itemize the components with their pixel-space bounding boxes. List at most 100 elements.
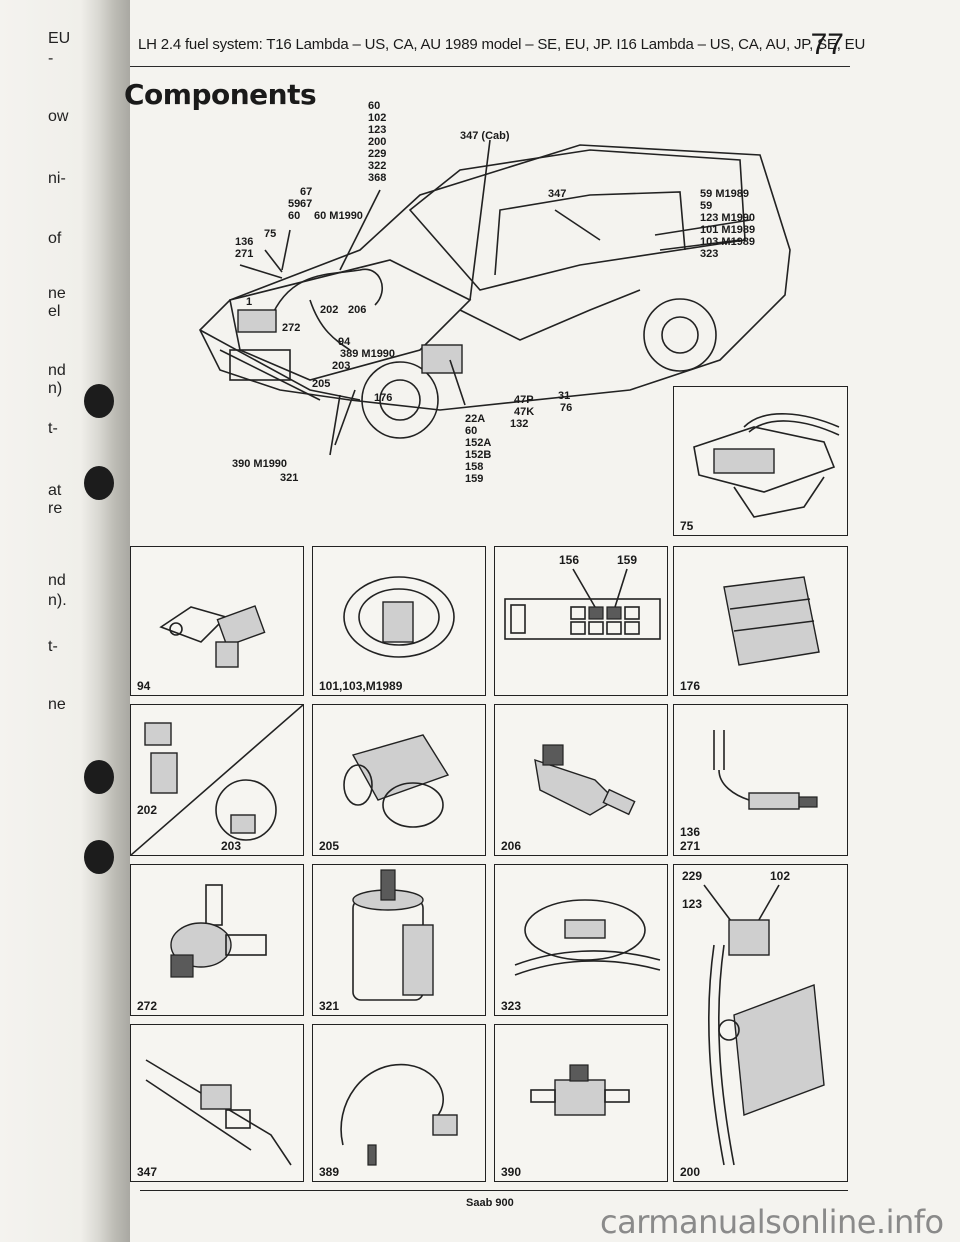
callout-206: 206 <box>348 304 367 316</box>
panel-206: 206 <box>494 704 668 856</box>
panel-label: 94 <box>137 679 151 693</box>
footer-rule <box>140 1190 848 1191</box>
panel-label: 347 <box>137 1165 158 1179</box>
sensor-pair-illustration <box>131 705 303 855</box>
callout-75: 75 <box>264 228 277 240</box>
callout-76: 76 <box>560 402 573 414</box>
panel-389: 389 <box>312 1024 486 1182</box>
car-illustration <box>199 139 791 456</box>
callout-271: 271 <box>235 248 254 260</box>
callout-176: 176 <box>374 392 393 404</box>
panel-229-102-123-200: 229 102 123 200 <box>673 864 848 1182</box>
idle-valve-illustration <box>159 605 266 668</box>
panel-label: 136 271 <box>680 825 701 853</box>
pump-harness-illustration <box>514 899 661 976</box>
watermark: carmanualsonline.info <box>600 1203 944 1241</box>
callout-156: 156 <box>559 553 580 567</box>
callout-59: 59 <box>288 198 301 210</box>
panel-label: 206 <box>501 839 522 853</box>
callout-67b: 67 <box>300 198 313 210</box>
edge-fragment: at <box>48 482 62 499</box>
panel-label: 202 <box>137 803 158 817</box>
callout-202: 202 <box>320 304 339 316</box>
ecu-harness-illustration <box>703 884 825 1166</box>
panel-label: 101,103,M1989 <box>319 679 403 693</box>
edge-fragment: n) <box>48 380 63 397</box>
callout-272: 272 <box>282 322 301 334</box>
lambda-sensor-illustration <box>340 1063 458 1166</box>
relay-box-illustration <box>504 568 661 640</box>
air-mass-meter-illustration <box>343 734 450 828</box>
callout-60-m1990: 60 M1990 <box>314 210 363 222</box>
panel-205: 205 <box>312 704 486 856</box>
callout-67: 67 <box>300 186 313 198</box>
detail-box-75: 75 <box>673 386 848 536</box>
page-number: 77 <box>810 28 844 61</box>
edge-fragment: el <box>48 303 61 320</box>
panel-101-103-m1989: 101,103,M1989 <box>312 546 486 696</box>
panel-label-203: 203 <box>221 839 242 853</box>
callout: 200 <box>368 136 387 148</box>
callout-389-m1990: 389 M1990 <box>340 348 396 360</box>
control-unit-illustration <box>723 576 820 666</box>
panel-323: 323 <box>494 864 668 1016</box>
callout-136: 136 <box>235 236 254 248</box>
injector-illustration <box>534 744 636 816</box>
callout-47p: 47P <box>514 394 534 406</box>
callout-stack-top: 60 102 123 200 229 322 368 <box>368 100 386 184</box>
detail-label: 75 <box>680 519 694 533</box>
callout: 103 M1989 <box>700 236 756 248</box>
edge-fragment: - <box>48 50 54 67</box>
edge-fragment: ne <box>48 285 66 302</box>
section-title: Components <box>124 78 317 111</box>
callout: 60 <box>368 100 381 112</box>
callout-tag: M1989 <box>721 224 756 236</box>
edge-fragment: nd <box>48 572 66 589</box>
callout: 59 <box>700 200 713 212</box>
callout: 152B <box>465 449 492 461</box>
panel-272: 272 <box>130 864 304 1016</box>
panel-136-271: 136 271 <box>673 704 848 856</box>
edge-fragment: ni- <box>48 170 66 187</box>
panel-label: 321 <box>319 999 340 1013</box>
callout: 159 <box>465 473 484 485</box>
callout-123: 123 <box>682 897 703 911</box>
callout-347-cab: 347 (Cab) <box>460 130 510 142</box>
callout: 152A <box>465 437 492 449</box>
panel-label: 272 <box>137 999 158 1013</box>
callout-132: 132 <box>510 418 529 430</box>
callout: 323 <box>700 248 719 260</box>
callout: 158 <box>465 461 484 473</box>
panel-202-203: 202 203 <box>130 704 304 856</box>
panel-label: 205 <box>319 839 340 853</box>
callout: 123 <box>368 124 387 136</box>
edge-fragment: EU <box>48 30 71 47</box>
panel-94: 94 <box>130 546 304 696</box>
edge-fragment: ow <box>48 108 69 125</box>
binding-hole <box>84 384 114 418</box>
panel-label: 176 <box>680 679 701 693</box>
car-overview-diagram: 60 102 123 200 229 322 368 347 (Cab) 347… <box>160 100 791 490</box>
fuel-pump-illustration <box>343 576 455 658</box>
callout-390-m1990: 390 M1990 <box>232 458 288 470</box>
panel-label: 323 <box>501 999 522 1013</box>
air-valve-illustration <box>170 884 267 978</box>
fuel-filter-illustration <box>352 869 434 1001</box>
connector-bracket-illustration <box>145 1059 292 1166</box>
callout-229: 229 <box>682 869 703 883</box>
binding-hole <box>84 466 114 500</box>
callout: 59 <box>700 188 713 200</box>
callout-47k: 47K <box>514 406 535 418</box>
callout-stack-right: 59 M1989 59 123 M1990 101 M1989 103 M198… <box>700 188 755 260</box>
callout-347: 347 <box>548 188 567 200</box>
callout-1: 1 <box>246 296 253 308</box>
panel-321: 321 <box>312 864 486 1016</box>
edge-fragment: nd <box>48 362 66 379</box>
callout-321: 321 <box>280 472 299 484</box>
edge-fragment: ne <box>48 696 66 713</box>
binding-hole <box>84 760 114 794</box>
edge-fragment: re <box>48 500 63 517</box>
solenoid-valve-illustration <box>530 1064 630 1116</box>
binding-hole <box>84 840 114 874</box>
edge-fragment: t- <box>48 420 58 437</box>
